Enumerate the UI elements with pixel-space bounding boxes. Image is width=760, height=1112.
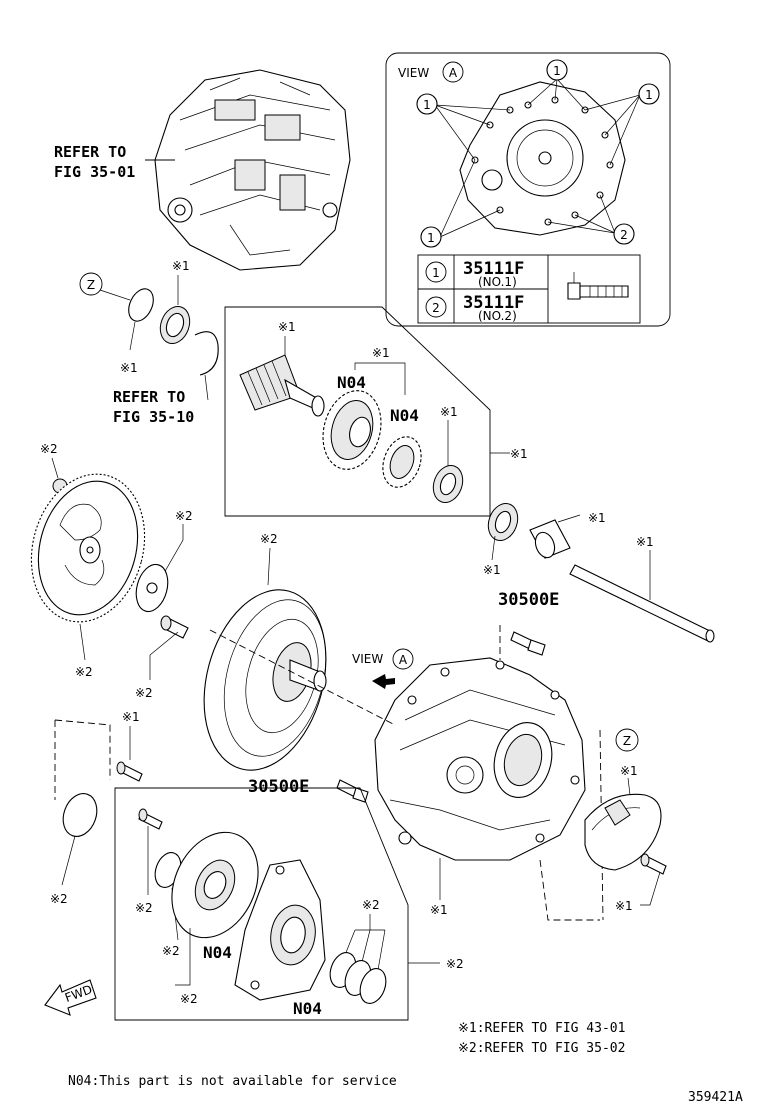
- z-callout-upper: [79, 272, 103, 296]
- long-shaft: [569, 564, 715, 643]
- seal-rings-set: [329, 952, 387, 1004]
- table-row-1-part: 35111F: [463, 259, 524, 279]
- svg-text:※1: ※1: [122, 710, 140, 724]
- svg-text:※2: ※2: [40, 442, 58, 456]
- drive-gear: [322, 390, 382, 470]
- view-a-callout-1-right: 1: [638, 83, 660, 105]
- svg-text:※2: ※2: [260, 532, 278, 546]
- view-a-arrow-letter: A: [399, 653, 408, 667]
- svg-text:※2: ※2: [135, 901, 153, 915]
- pump-plate: [171, 831, 259, 939]
- table-row-1-index: 1: [432, 266, 440, 280]
- transaxle-assembly: [154, 69, 351, 271]
- n04-label-gear: N04: [337, 373, 366, 392]
- torque-converter: [203, 589, 327, 771]
- refer-to-label: REFER TO: [54, 143, 126, 161]
- shaft-group-frame: [224, 306, 491, 517]
- svg-text:1: 1: [423, 98, 431, 112]
- view-a-arrow-circle: [392, 648, 414, 670]
- svg-text:※1: ※1: [430, 903, 448, 917]
- svg-text:※1: ※1: [588, 511, 606, 525]
- svg-text:Z: Z: [87, 278, 95, 292]
- view-a-callout-1-left: 1: [416, 93, 438, 115]
- svg-text:※1: ※1: [510, 447, 528, 461]
- refer-fig-35-01-label: FIG 35-01: [54, 163, 135, 181]
- diagram-id: 359421A: [688, 1090, 743, 1105]
- view-a-arrow-label: VIEW: [352, 652, 383, 666]
- bolt-cover: [640, 853, 667, 875]
- svg-text:※2: ※2: [162, 944, 180, 958]
- service-footnote: N04:This part is not available for servi…: [68, 1074, 397, 1089]
- fwd-arrow-icon: FWD: [44, 979, 97, 1016]
- svg-text:※1: ※1: [372, 346, 390, 360]
- view-a-inset-letter: A: [449, 66, 458, 80]
- bolt-30500e-upper-label: 30500E: [498, 590, 559, 610]
- bolt-30500e-upper: [510, 631, 546, 656]
- view-a-inset-frame: [385, 52, 671, 327]
- input-shaft: [239, 354, 325, 417]
- view-a-inset-title: VIEW: [398, 66, 429, 80]
- refer-to-label-2: REFER TO: [113, 388, 185, 406]
- o-ring-lower: [62, 793, 98, 837]
- svg-text:※2: ※2: [50, 892, 68, 906]
- svg-text:※1: ※1: [483, 563, 501, 577]
- spacer-plate: [135, 563, 169, 613]
- table-row-2-part: 35111F: [463, 293, 524, 313]
- bolt-lower-left: [116, 761, 143, 782]
- legend-line-1: ※1:REFER TO FIG 43-01: [458, 1021, 625, 1036]
- bearing: [382, 436, 422, 488]
- svg-text:※2: ※2: [75, 665, 93, 679]
- svg-text:※2: ※2: [180, 992, 198, 1006]
- z-callout-lower: [615, 728, 639, 752]
- svg-text:1: 1: [645, 88, 653, 102]
- transaxle-housing: [374, 657, 586, 861]
- snap-ring: [194, 331, 219, 376]
- view-a-letter-circle: [442, 61, 464, 83]
- table-row-2-sub: (NO.2): [478, 309, 517, 323]
- svg-text:※2: ※2: [135, 686, 153, 700]
- svg-text:※2: ※2: [362, 898, 380, 912]
- n04-label-pump: N04: [203, 943, 232, 962]
- svg-text:※1: ※1: [278, 320, 296, 334]
- svg-text:Z: Z: [623, 734, 631, 748]
- o-ring-upper: [128, 288, 154, 322]
- svg-text:※1: ※1: [636, 535, 654, 549]
- svg-text:※1: ※1: [615, 899, 633, 913]
- refer-fig-35-10-label: FIG 35-10: [113, 408, 194, 426]
- bolt-pump: [138, 808, 163, 830]
- oil-seal-upper: [159, 306, 191, 344]
- bolt-30500e-lower: [336, 779, 369, 803]
- view-a-callout-1-bottom: 1: [420, 226, 442, 248]
- legend-line-2: ※2:REFER TO FIG 35-02: [458, 1041, 625, 1056]
- pump-group-frame: [114, 787, 409, 1021]
- sleeve: [529, 519, 571, 559]
- view-a-callout-2: 2: [613, 223, 635, 245]
- table-row-2-index: 2: [432, 301, 440, 315]
- oil-pump-body: [234, 859, 326, 1001]
- svg-text:2: 2: [620, 228, 628, 242]
- bolt-flywheel: [160, 615, 189, 639]
- n04-label-pump-body: N04: [293, 999, 322, 1018]
- cover-plate: [584, 793, 662, 871]
- view-a-bolt-table: 1 35111F (NO.1) 2 35111F (NO.2): [417, 254, 641, 324]
- svg-text:※1: ※1: [620, 764, 638, 778]
- n04-label-bearing: N04: [390, 406, 419, 425]
- bolt-30500e-lower-label: 30500E: [248, 777, 309, 797]
- drive-plate: [30, 473, 146, 623]
- svg-text:※1: ※1: [120, 361, 138, 375]
- svg-text:1: 1: [427, 231, 435, 245]
- svg-text:※1: ※1: [172, 259, 190, 273]
- svg-text:※1: ※1: [440, 405, 458, 419]
- table-row-1-sub: (NO.1): [478, 275, 517, 289]
- svg-text:※2: ※2: [175, 509, 193, 523]
- view-a-callout-1-top: 1: [546, 59, 568, 81]
- svg-text:※2: ※2: [446, 957, 464, 971]
- svg-text:1: 1: [553, 64, 561, 78]
- seal-ring: [432, 465, 464, 503]
- torque-converter-housing-view-a: [459, 81, 626, 236]
- view-arrow-icon: [372, 674, 395, 689]
- oil-seal-right: [487, 503, 519, 541]
